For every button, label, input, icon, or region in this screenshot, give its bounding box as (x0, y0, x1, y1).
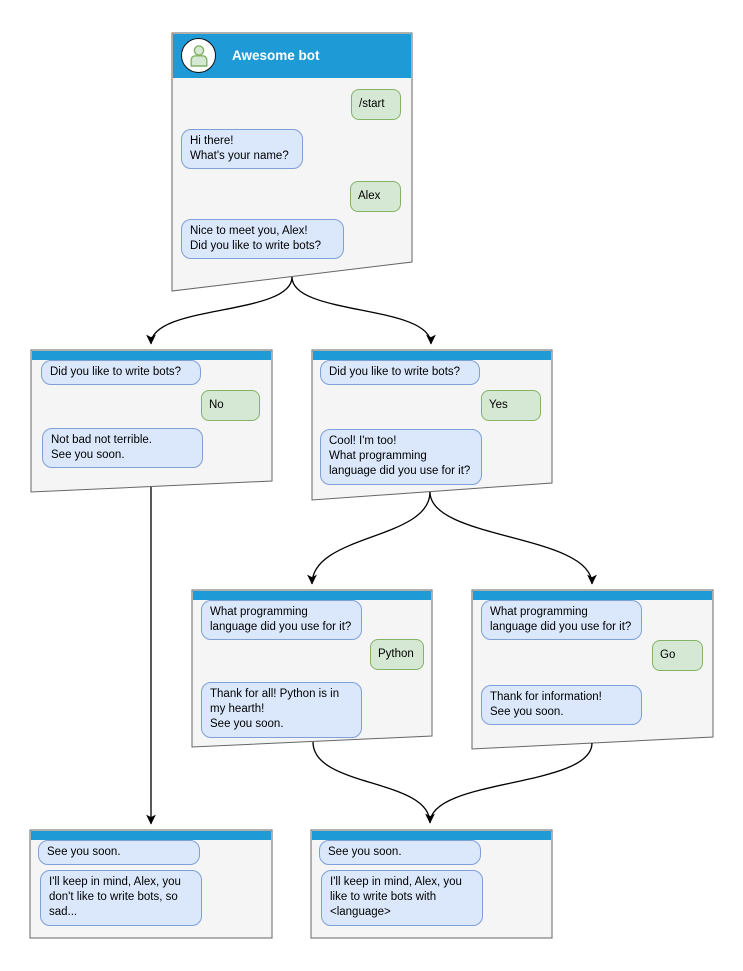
message-bubble-user[interactable]: No (201, 390, 260, 422)
chat-header-branch-python[interactable] (193, 591, 431, 600)
chat-header-end-yes[interactable] (312, 831, 551, 840)
message-bubble-bot[interactable]: Cool! I'm too! What programming language… (320, 429, 482, 485)
edge-python-to-end[interactable] (312, 741, 435, 824)
message-bubble-bot[interactable]: I'll keep in mind, Alex, you like to wri… (321, 870, 483, 926)
message-bubble-bot[interactable]: Hi there! What's your name? (181, 129, 303, 170)
edge-yes-to-python[interactable] (307, 491, 431, 585)
message-bubble-user[interactable]: /start (351, 89, 401, 121)
message-bubble-bot[interactable]: Thank for all! Python is in my hearth! S… (201, 682, 362, 738)
edge-go-to-end[interactable] (429, 742, 593, 824)
bot-title: Awesome bot (232, 48, 320, 63)
edge-root-to-no[interactable] (146, 276, 293, 345)
chat-header-root[interactable]: Awesome bot (173, 34, 411, 78)
message-bubble-bot[interactable]: What programming language did you use fo… (481, 600, 642, 641)
person-icon (190, 44, 207, 67)
chat-header-branch-no[interactable] (32, 351, 271, 360)
edge-yes-to-go[interactable] (429, 491, 597, 585)
message-bubble-bot[interactable]: See you soon. (38, 840, 200, 866)
edge-root-to-yes[interactable] (291, 276, 436, 345)
chat-header-end-no[interactable] (31, 831, 271, 840)
message-bubble-user[interactable]: Yes (481, 390, 541, 422)
message-bubble-bot[interactable]: Nice to meet you, Alex! Did you like to … (181, 219, 344, 260)
message-bubble-bot[interactable]: I'll keep in mind, Alex, you don't like … (40, 870, 202, 926)
chat-header-branch-go[interactable] (473, 591, 712, 600)
message-bubble-bot[interactable]: Thank for information! See you soon. (481, 685, 642, 726)
edges (146, 276, 597, 825)
message-bubble-user[interactable]: Alex (350, 181, 401, 213)
message-bubble-bot[interactable]: Did you like to write bots? (320, 360, 480, 386)
message-bubble-user[interactable]: Python (370, 639, 424, 671)
chat-header-branch-yes[interactable] (313, 351, 551, 360)
message-bubble-bot[interactable]: What programming language did you use fo… (201, 600, 362, 641)
message-bubble-bot[interactable]: Not bad not terrible. See you soon. (42, 428, 203, 469)
message-bubble-bot[interactable]: See you soon. (319, 840, 481, 866)
window-bodies (29, 32, 714, 939)
message-bubble-user[interactable]: Go (652, 640, 703, 672)
message-bubble-bot[interactable]: Did you like to write bots? (41, 360, 201, 386)
avatar (181, 38, 216, 73)
